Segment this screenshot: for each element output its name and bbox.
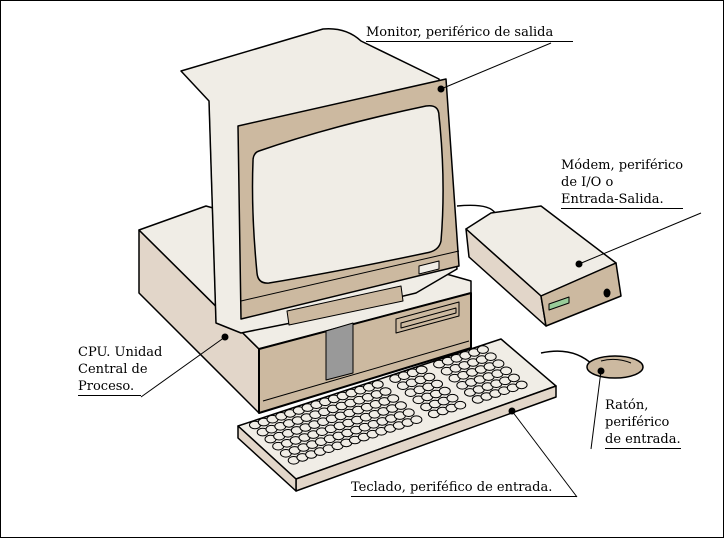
key: [431, 379, 443, 389]
key: [387, 394, 400, 403]
modem: [465, 205, 622, 327]
label-modem: Módem, periférico de I/O o Entrada-Salid…: [561, 157, 684, 209]
label-monitor: Monitor, periférico de salida: [366, 24, 573, 42]
floppy-slot: [395, 301, 460, 334]
key: [423, 372, 436, 382]
label-cpu: CPU. Unidad Central de Proceso.: [78, 344, 162, 396]
keyboard: [237, 338, 557, 492]
key: [454, 400, 467, 410]
label-modem-line: de I/O o: [561, 175, 614, 190]
key: [484, 352, 497, 362]
label-mouse-line: de entrada.: [605, 432, 681, 449]
key: [410, 415, 423, 425]
leader-lines: [140, 42, 702, 498]
label-modem-line: Módem, periférico: [561, 158, 684, 173]
label-cpu-line: CPU. Unidad: [78, 345, 163, 360]
key: [394, 401, 407, 410]
label-cpu-line: Proceso.: [78, 378, 141, 396]
key: [500, 366, 513, 376]
key: [476, 345, 489, 354]
key: [515, 380, 528, 390]
label-mouse: Ratón, periférico de entrada.: [605, 397, 681, 449]
key: [371, 380, 384, 389]
monitor: [180, 28, 460, 334]
label-cpu-line: Central de: [78, 362, 148, 377]
label-mouse-line: Ratón,: [605, 398, 649, 413]
label-keyboard: Teclado, periféfico de entrada.: [351, 479, 577, 497]
key: [402, 408, 415, 418]
mouse-cable: [540, 350, 594, 366]
drive-bay: [325, 322, 354, 381]
key: [415, 365, 428, 375]
key: [379, 387, 392, 396]
label-modem-line: Entrada-Salida.: [561, 191, 684, 209]
key: [438, 386, 451, 396]
key: [492, 359, 505, 369]
key: [507, 373, 520, 383]
mouse: [586, 355, 644, 379]
modem-cable: [456, 204, 496, 214]
key: [446, 393, 459, 403]
label-mouse-line: periférico: [605, 415, 670, 430]
screen: [251, 104, 444, 284]
